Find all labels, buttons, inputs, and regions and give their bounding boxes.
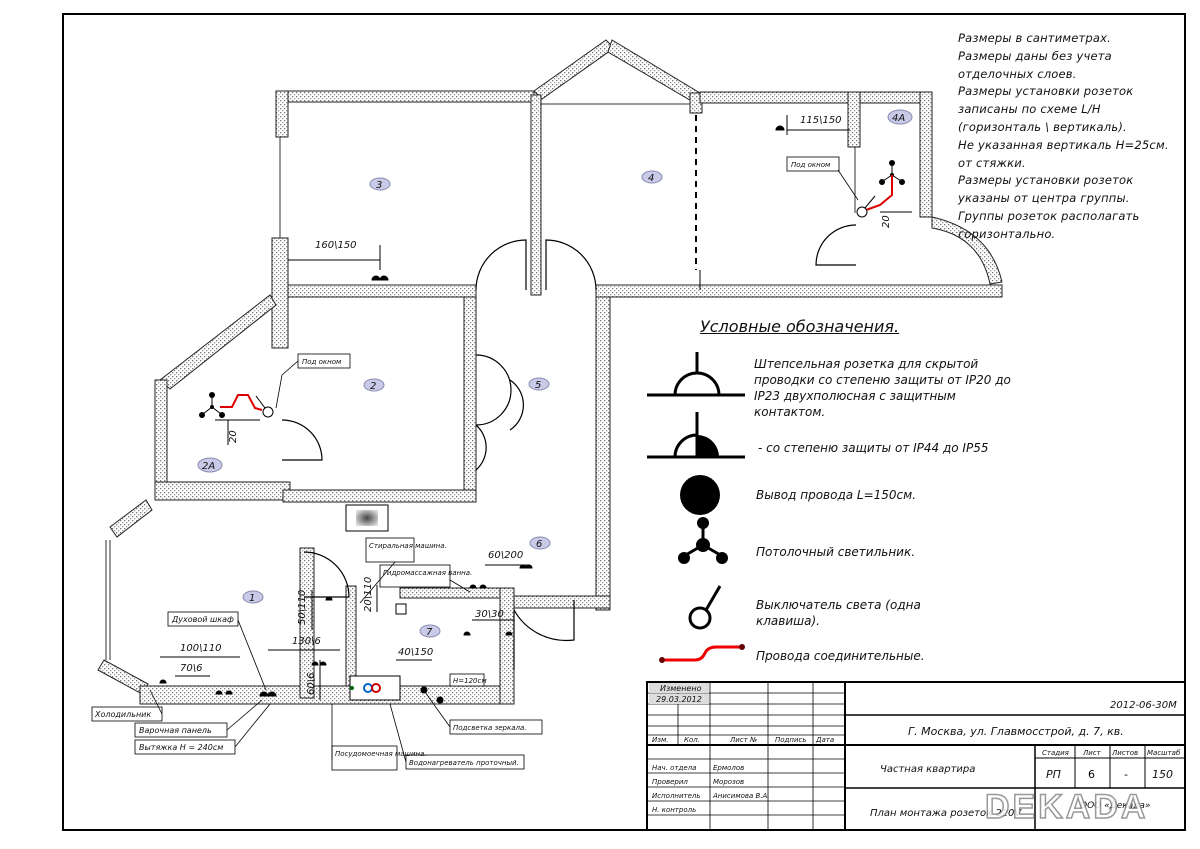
dim-30-30: 30\30 bbox=[475, 609, 504, 620]
room-4-label: 4 bbox=[648, 173, 654, 184]
stamp-sheet: 6 bbox=[1088, 768, 1095, 781]
dim-160-150: 160\150 bbox=[315, 240, 357, 251]
stamp-r1-name: Ермолов bbox=[713, 764, 744, 772]
stamp-h-sheets: Листов bbox=[1111, 749, 1138, 757]
note-4: Не указанная вертикаль H=25см. от стяжки… bbox=[958, 137, 1169, 170]
callouts bbox=[91, 156, 840, 771]
stamp-address: Г. Москва, ул. Главмосстрой, д. 7, кв. bbox=[908, 725, 1124, 738]
legend-label-connecting-wire: Провода соединительные. bbox=[756, 649, 925, 663]
dim-60-6: 60\6 bbox=[306, 673, 317, 695]
stamp-company: ООО «Декада» bbox=[1080, 801, 1150, 811]
wire-outlet-icon bbox=[680, 475, 720, 515]
callout-pod-oknom-1: Под окном bbox=[302, 358, 342, 366]
dim-50-110: 50\110 bbox=[297, 590, 308, 625]
light-switch-icon bbox=[688, 585, 722, 630]
stamp-r2-role: Проверил bbox=[652, 778, 688, 786]
room-3-label: 3 bbox=[376, 180, 382, 191]
stamp-h-scale: Масштаб bbox=[1147, 749, 1181, 757]
legend-label-socket: Штепсельная розетка для скрытой проводки… bbox=[754, 357, 1011, 419]
legend-label-ceiling-light: Потолочный светильник. bbox=[756, 545, 916, 559]
stamp-col-list: Лист № bbox=[729, 736, 757, 744]
callout-podsvetka: Подсветка зеркала. bbox=[453, 724, 526, 732]
callout-duhovoy: Духовой шкаф bbox=[171, 615, 234, 624]
stamp-r2-name: Морозов bbox=[713, 778, 744, 786]
legend-label-light-switch: Выключатель света (одна клавиша). bbox=[756, 598, 921, 628]
dim-60-200: 60\200 bbox=[488, 550, 523, 561]
dim-100-110: 100\110 bbox=[180, 643, 222, 654]
room-2-label: 2 bbox=[370, 381, 376, 392]
stamp-h-stage: Стадия bbox=[1042, 749, 1069, 757]
stamp-changed: Изменено bbox=[660, 684, 702, 693]
connecting-wire-icon bbox=[659, 644, 745, 663]
callout-vodonagrevatel: Водонагреватель проточный. bbox=[409, 759, 519, 767]
stamp-sheet-title: План монтажа розеток 220V bbox=[870, 808, 1022, 819]
stamp-changed-date: 29.03.2012 bbox=[656, 695, 702, 704]
note-6: Группы розеток располагать горизонтально… bbox=[958, 208, 1140, 241]
stamp-col-podp: Подпись bbox=[775, 736, 807, 744]
callout-holodilnik: Холодильник bbox=[94, 710, 151, 719]
legend-label-wire-outlet: Вывод провода L=150см. bbox=[756, 488, 917, 502]
dim-20-110: 20\110 bbox=[363, 577, 374, 612]
legend-icons bbox=[647, 352, 745, 663]
ceiling-light-icon bbox=[199, 392, 225, 418]
note-2: Размеры даны без учета отделочных слоев. bbox=[958, 48, 1112, 81]
stamp-code: 2012-06-30М bbox=[1110, 700, 1177, 711]
stamp-col-kol: Кол. bbox=[684, 736, 700, 744]
stamp-object: Частная квартира bbox=[880, 764, 975, 775]
light-switch-icon bbox=[856, 195, 876, 218]
callout-stiralka: Стиральная машина. bbox=[369, 542, 447, 550]
walls bbox=[97, 39, 1003, 705]
ceiling-light-icon bbox=[678, 517, 728, 564]
dim-20-a: 20 bbox=[881, 215, 892, 228]
room-labels: 3 4 4А 2 5 2А 6 7 1 bbox=[197, 109, 913, 638]
stamp-r1-role: Нач. отдела bbox=[652, 764, 696, 772]
socket-icon bbox=[159, 125, 785, 704]
stamp-sheets: - bbox=[1124, 768, 1128, 781]
room-2a-label: 2А bbox=[202, 461, 215, 472]
dim-115-150: 115\150 bbox=[800, 115, 842, 126]
socket-icon bbox=[647, 352, 745, 397]
dim-130-6: 130\6 bbox=[292, 636, 321, 647]
legend-label-socket-protected: - со степеню защиты от IP44 до IP55 bbox=[758, 441, 989, 455]
room-5-label: 5 bbox=[535, 380, 541, 391]
connecting-wire-icon bbox=[220, 394, 263, 411]
stamp-r3-name: Анисимова В.А. bbox=[712, 792, 770, 800]
stamp-scale: 150 bbox=[1152, 768, 1173, 781]
stamp-col-izm: Изм. bbox=[652, 736, 668, 744]
drawing-frame bbox=[62, 13, 1186, 831]
callout-varochnaya: Варочная панель bbox=[139, 726, 212, 735]
room-7-label: 7 bbox=[426, 627, 433, 638]
light-switch-icon bbox=[255, 395, 274, 418]
callout-h120: H=120см bbox=[453, 677, 487, 685]
dim-40-150: 40\150 bbox=[398, 647, 433, 658]
stamp-col-data: Дата bbox=[815, 736, 834, 744]
window-lines bbox=[105, 103, 856, 660]
room-1-label: 1 bbox=[249, 593, 255, 604]
stamp-stage: РП bbox=[1046, 768, 1061, 781]
note-3: Размеры установки розеток записаны по сх… bbox=[958, 84, 1134, 134]
callout-posudomoechnaya: Посудомоечная машина. bbox=[335, 750, 427, 758]
title-block bbox=[646, 681, 1186, 831]
stamp-h-sheet: Лист bbox=[1082, 749, 1102, 757]
connecting-wire-icon bbox=[865, 175, 893, 211]
dim-20-b: 20 bbox=[228, 430, 239, 443]
dim-70-6: 70\6 bbox=[180, 663, 202, 674]
room-4a-label: 4А bbox=[892, 113, 905, 124]
room-6-label: 6 bbox=[536, 539, 542, 550]
drawing-notes: Размеры в сантиметрах. Размеры даны без … bbox=[958, 30, 1183, 244]
callout-pod-oknom-2: Под окном bbox=[791, 161, 831, 169]
callout-vytyazhka: Вытяжка H = 240см bbox=[139, 743, 223, 752]
socket-protected-icon bbox=[647, 412, 745, 459]
callout-gidro: Гидромассажная ванна. bbox=[383, 569, 472, 577]
watermark-logo: DEKADA bbox=[985, 788, 1148, 826]
note-1: Размеры в сантиметрах. bbox=[958, 31, 1112, 45]
stamp-r4-role: Н. контроль bbox=[652, 806, 696, 814]
note-5: Размеры установки розеток указаны от цен… bbox=[958, 173, 1134, 206]
stamp-r3-role: Исполнитель bbox=[652, 792, 701, 800]
dimension-lines bbox=[160, 115, 912, 700]
legend-title: Условные обозначения. bbox=[700, 317, 900, 336]
